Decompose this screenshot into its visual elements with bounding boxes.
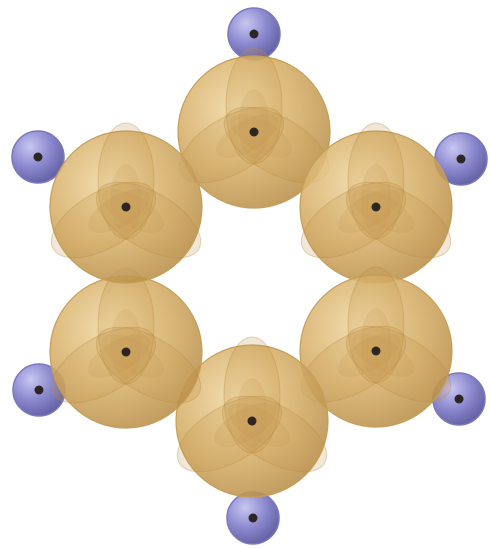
carbon-nucleus [122, 348, 131, 357]
carbon-nucleus [248, 417, 257, 426]
hydrogen-atom [12, 131, 64, 183]
hydrogen-nucleus [457, 155, 466, 164]
carbon-nucleus [250, 128, 259, 137]
hydrogen-atom [227, 492, 279, 544]
carbon-nucleus [372, 347, 381, 356]
hydrogen-nucleus [250, 30, 259, 39]
hydrogen-nucleus [35, 386, 44, 395]
carbon-atoms [39, 48, 462, 497]
carbon-nucleus [122, 203, 131, 212]
hydrogen-nucleus [249, 514, 258, 523]
hydrogen-nucleus [455, 395, 464, 404]
hydrogen-nucleus [34, 153, 43, 162]
carbon-nucleus [372, 203, 381, 212]
